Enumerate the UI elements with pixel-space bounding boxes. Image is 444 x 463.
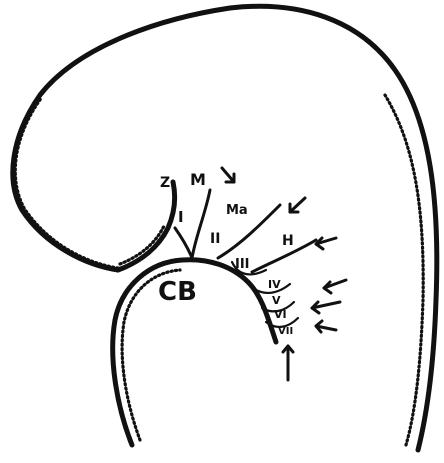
label-m: M xyxy=(190,170,206,189)
outer-hatching xyxy=(15,97,118,268)
label-h: H xyxy=(282,233,294,249)
arrow-2 xyxy=(290,198,305,212)
label-zone-1: I xyxy=(178,208,184,226)
label-zone-4: IV xyxy=(268,278,281,291)
label-zone-7: VII xyxy=(278,326,293,337)
label-zone-6: VI xyxy=(274,308,287,321)
arrow-4 xyxy=(324,280,346,293)
sulcus-z xyxy=(175,228,192,258)
arrow-6 xyxy=(316,321,336,332)
label-zone-3: III xyxy=(235,257,250,272)
label-zone-5: V xyxy=(272,294,281,307)
arrow-3 xyxy=(316,238,336,249)
sulcus-m xyxy=(192,190,210,258)
right-hatching xyxy=(385,95,423,445)
arrow-5 xyxy=(312,302,340,313)
label-ma: Ma xyxy=(226,203,248,218)
notch-contour xyxy=(118,182,175,270)
label-zone-2: II xyxy=(210,231,220,247)
label-z: Z xyxy=(160,175,170,191)
outer-contour xyxy=(13,6,437,450)
label-cb: CB xyxy=(158,277,197,307)
arrow-1 xyxy=(222,168,234,182)
arrow-up xyxy=(283,346,293,380)
